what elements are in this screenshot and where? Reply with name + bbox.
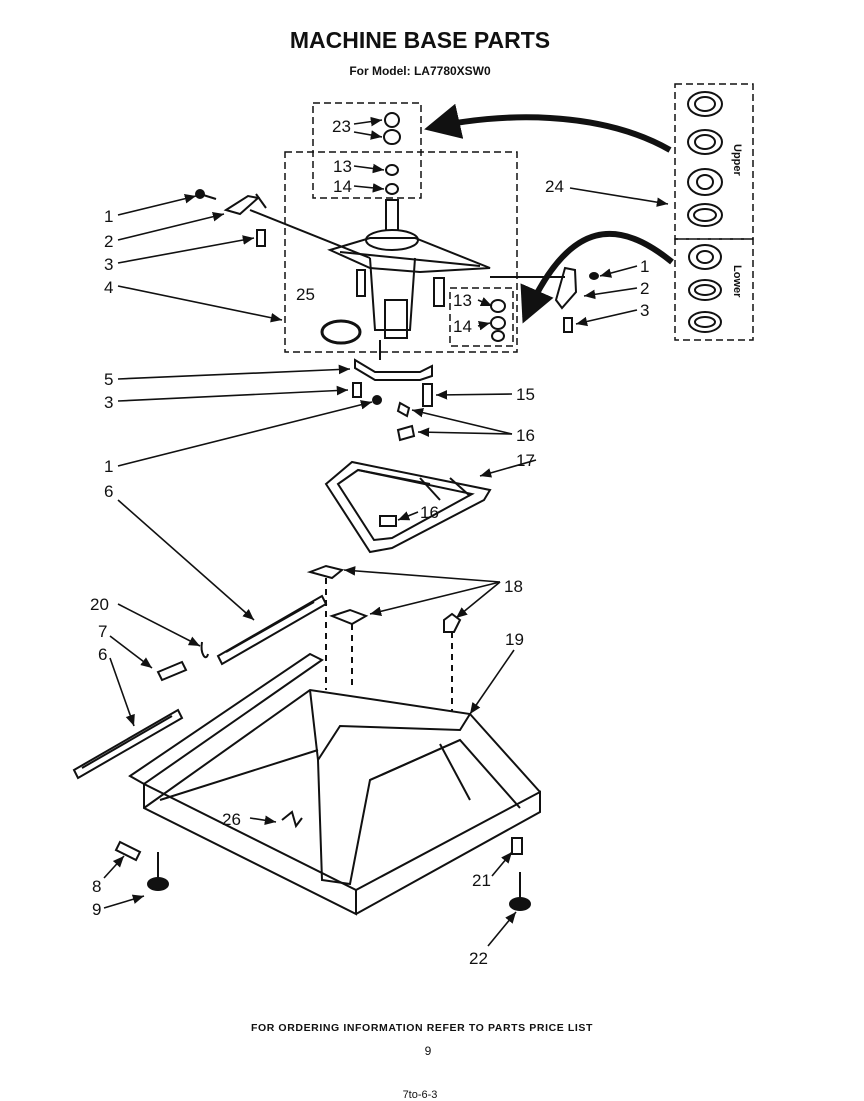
callout-14-right: 14 (453, 317, 472, 336)
transmission-icon (327, 199, 491, 339)
callout-23: 23 (332, 117, 351, 136)
callout-17: 17 (516, 451, 535, 470)
callout-9: 9 (92, 900, 101, 919)
callout-3-right: 3 (640, 301, 649, 320)
seal-ring-icon (320, 319, 362, 345)
callout-25: 25 (296, 285, 315, 304)
right-bearing-group-box (449, 287, 514, 347)
callout-26: 26 (222, 810, 241, 829)
callout-22: 22 (469, 949, 488, 968)
lower-label: Lower (731, 265, 743, 298)
callout-15: 15 (516, 385, 535, 404)
right-bearing-parts (490, 299, 506, 342)
right-bracket-hardware (490, 266, 599, 333)
callout-13: 13 (333, 157, 352, 176)
top-bearing-group-box (312, 102, 422, 199)
callout-20: 20 (90, 595, 109, 614)
callout-1-right: 1 (640, 257, 649, 276)
ordering-note: FOR ORDERING INFORMATION REFER TO PARTS … (251, 1022, 593, 1034)
callout-16: 16 (516, 426, 535, 445)
callout-18: 18 (504, 577, 523, 596)
callout-2-right: 2 (640, 279, 649, 298)
page-title: MACHINE BASE PARTS (290, 27, 550, 53)
callout-6-lower: 6 (98, 645, 107, 664)
callout-24: 24 (545, 177, 564, 196)
callout-16-lower: 16 (420, 503, 439, 522)
lower-bearing-icons (688, 244, 722, 333)
bearing-kit-panel: Upper Lower (674, 83, 754, 341)
leader-lines (103, 116, 669, 947)
callout-2: 2 (104, 232, 113, 251)
callout-13-right: 13 (453, 291, 472, 310)
callout-4: 4 (104, 278, 113, 297)
base-frame-icon (128, 652, 541, 916)
callout-8: 8 (92, 877, 101, 896)
leveling-feet-icon (114, 837, 531, 911)
rails-icon (72, 594, 328, 780)
callout-6: 6 (104, 482, 113, 501)
callout-7: 7 (98, 622, 107, 641)
callout-5: 5 (104, 370, 113, 389)
callout-3-mid: 3 (104, 393, 113, 412)
bottom-mark: 7to-6-3 (403, 1089, 438, 1101)
callout-21: 21 (472, 871, 491, 890)
callout-14: 14 (333, 177, 352, 196)
upper-curved-arrow (424, 103, 672, 153)
left-bracket-hardware (195, 189, 371, 259)
corner-plates-icon (306, 564, 462, 712)
lower-curved-arrow (520, 231, 674, 324)
upper-label: Upper (731, 144, 743, 177)
page-number: 9 (425, 1044, 432, 1058)
suspension-frame-icon (324, 460, 492, 554)
upper-bearing-icons (687, 91, 723, 227)
callout-3: 3 (104, 255, 113, 274)
model-subtitle: For Model: LA7780XSW0 (349, 64, 491, 78)
callout-1: 1 (104, 207, 113, 226)
callout-19: 19 (505, 630, 524, 649)
transmission-group-box (284, 151, 518, 353)
top-bearing-parts (383, 112, 401, 195)
middle-hardware (352, 340, 433, 442)
callout-1-mid: 1 (104, 457, 113, 476)
